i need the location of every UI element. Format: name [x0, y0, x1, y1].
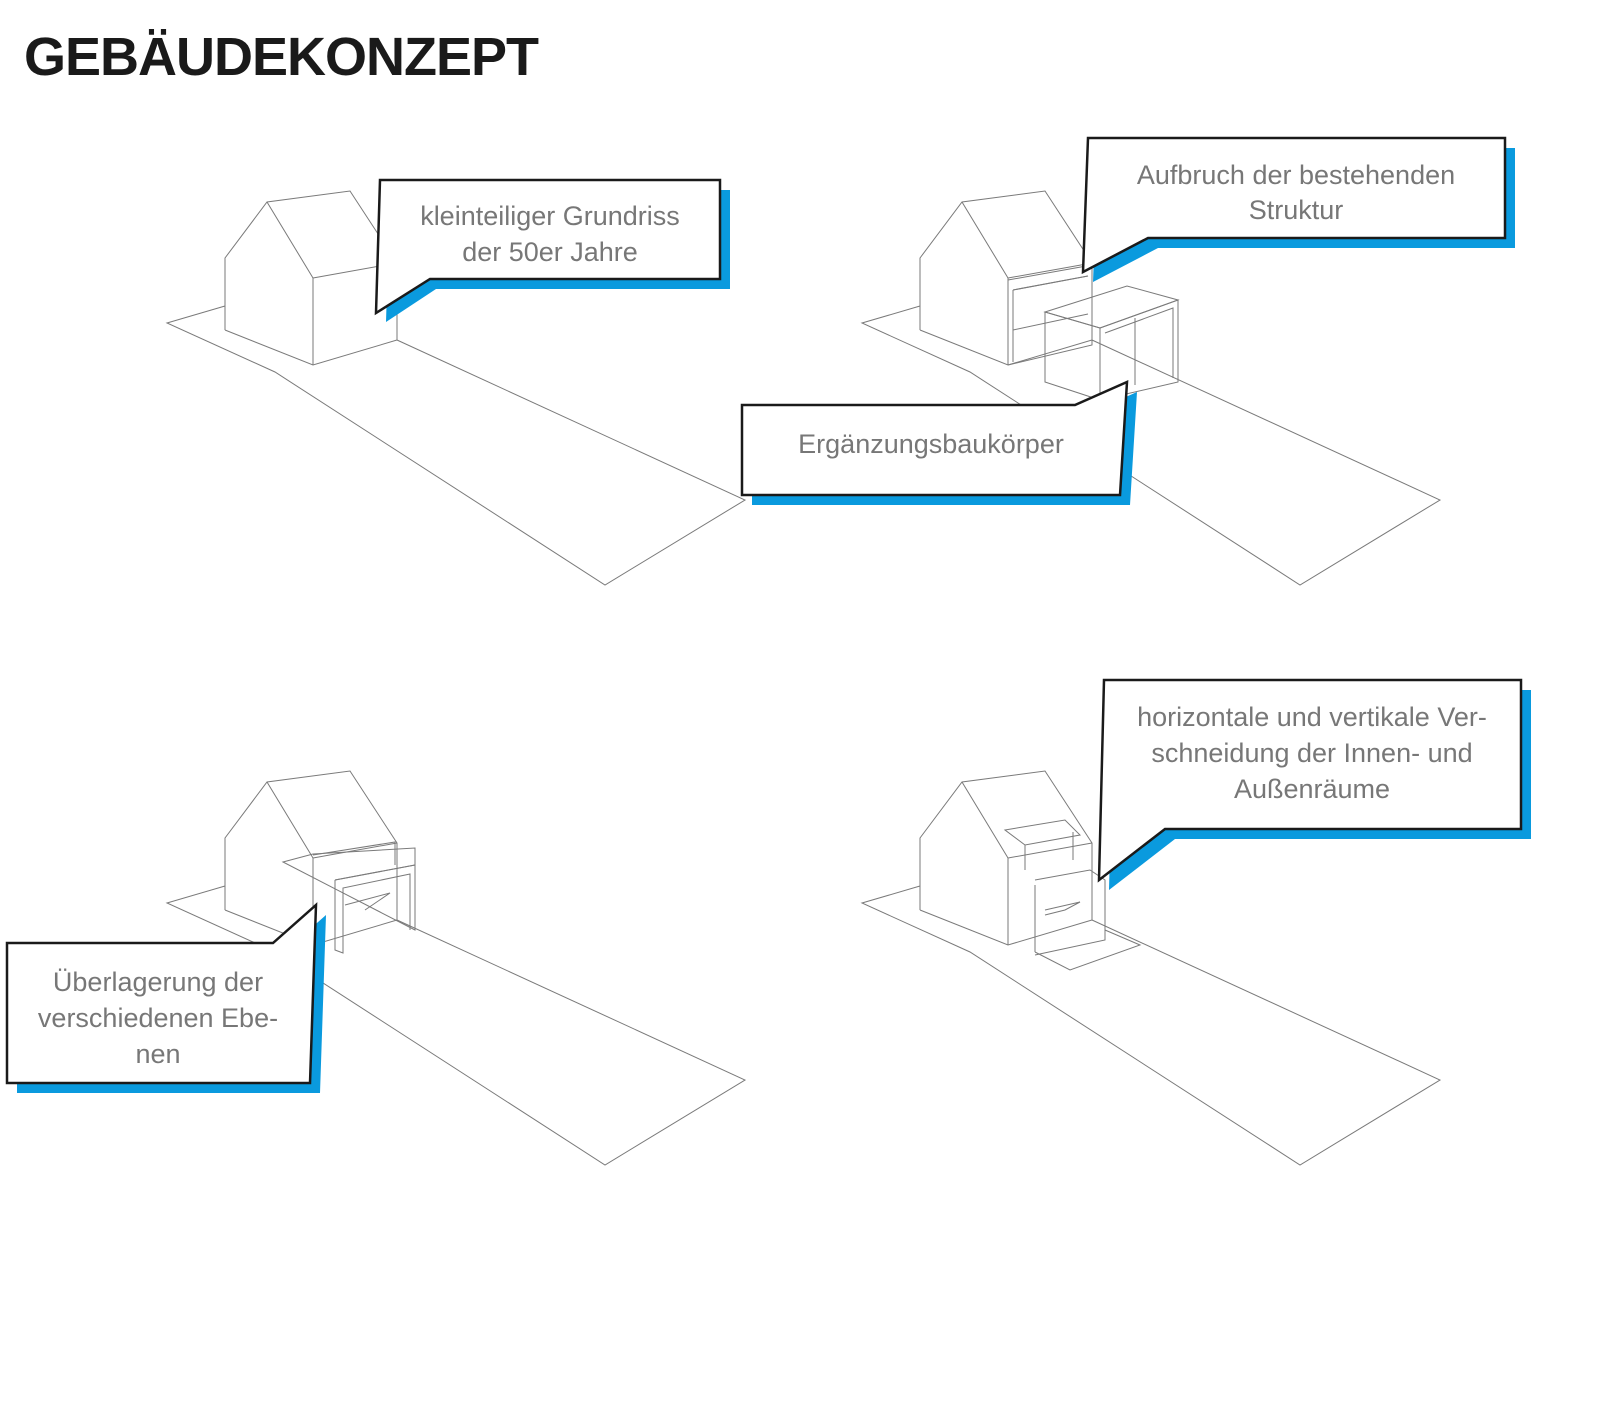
page-title: GEBÄUDEKONZEPT [24, 27, 539, 87]
callout-line-2: verschiedenen Ebe- [38, 1003, 278, 1033]
callout-box [5, 902, 318, 1085]
panel-3-overlay: Überlagerung der verschiedenen Ebe- nen [5, 770, 746, 1166]
callout-line-1: horizontale und vertikale Ver- [1137, 702, 1487, 732]
callout-line-2: der 50er Jahre [462, 237, 638, 267]
callout-box [740, 380, 1129, 497]
callout-line-3: nen [135, 1039, 180, 1069]
callout-box [374, 178, 722, 316]
callout-line-3: Außenräume [1234, 774, 1390, 804]
callout-line-1: Ergänzungsbaukörper [798, 429, 1064, 459]
panel-2-opening: Aufbruch der bestehenden Struktur Ergänz… [740, 136, 1515, 586]
callout-line-2: schneidung der Innen- und [1151, 738, 1472, 768]
callout-line-1: Überlagerung der [53, 967, 263, 997]
panel-4-intersection: horizontale und vertikale Ver- schneidun… [861, 678, 1531, 1166]
panel-1-existing-house: kleinteiliger Grundriss der 50er Jahre [166, 178, 746, 586]
callout-box [1097, 678, 1523, 883]
callout-line-2: Struktur [1249, 195, 1344, 225]
callout-box [1081, 136, 1507, 275]
callout-line-1: Aufbruch der bestehenden [1137, 160, 1455, 190]
callout-line-1: kleinteiliger Grundriss [420, 201, 680, 231]
